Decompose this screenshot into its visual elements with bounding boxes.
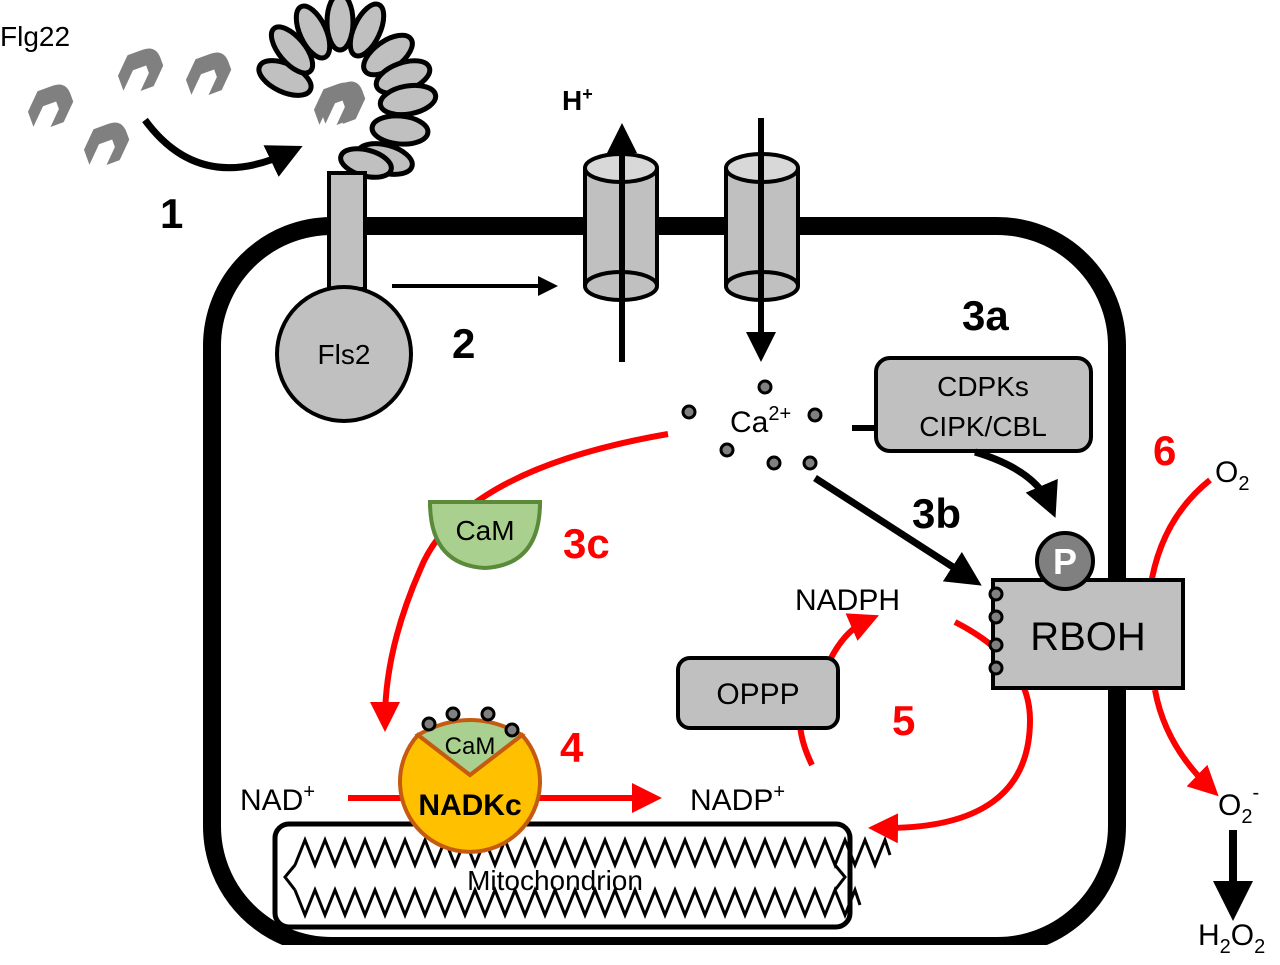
- nadkc-enzyme: [398, 732, 542, 854]
- o2-uptake-arrow: [1147, 477, 1212, 591]
- step-3c-label: 3c: [563, 520, 610, 567]
- nad-label: NAD+: [240, 781, 315, 817]
- fls2-kinase: [275, 285, 413, 423]
- nadph-label: NADPH: [795, 584, 900, 617]
- oppp-to-nadph-arrow: [827, 613, 880, 662]
- h-plus-label: H+: [562, 84, 593, 116]
- cam-free: [427, 500, 543, 571]
- step-2-label: 2: [452, 320, 475, 367]
- step1-arrow: [142, 117, 303, 177]
- kinases-label-1: CDPKs: [937, 371, 1029, 402]
- rboh-enzyme: [991, 578, 1185, 690]
- step3b-arrow: [813, 475, 982, 586]
- step-1-label: 1: [160, 190, 183, 237]
- nadp-label: NADP+: [690, 781, 785, 817]
- fls2-transmembrane: [327, 171, 367, 291]
- step3c-arrow: [370, 431, 669, 732]
- step-4-label: 4: [560, 724, 584, 771]
- phosphorylation-arrow: [973, 448, 1058, 518]
- rboh-ef-hands: [988, 586, 1004, 676]
- h2o2-label: H2O2: [1198, 919, 1265, 958]
- step-3a-label: 3a: [962, 292, 1009, 339]
- superoxide-label: O2-: [1218, 782, 1259, 828]
- cam-free-label: CaM: [455, 515, 514, 546]
- kinases-label-2: CIPK/CBL: [919, 411, 1047, 442]
- cam-bound-ca-ions: [421, 706, 520, 738]
- step-3b-label: 3b: [912, 490, 961, 537]
- phospho-group: [1035, 531, 1095, 591]
- o2-label: O2: [1215, 456, 1249, 495]
- mitochondrion-cristae: [283, 835, 892, 920]
- nadkc-label: NADKc: [418, 789, 521, 822]
- mitochondrion-label: Mitochondrion: [467, 865, 643, 896]
- flg22-label: Flg22: [0, 21, 70, 52]
- step-6-label: 6: [1153, 427, 1176, 474]
- ca-label: Ca2+: [730, 403, 791, 439]
- phospho-label: P: [1053, 541, 1077, 582]
- cam-bound-label: CaM: [445, 733, 496, 760]
- ca-ions: [681, 379, 823, 471]
- oppp-label: OPPP: [716, 678, 799, 711]
- oppp-box: [676, 656, 840, 730]
- fls2-lrr-domain: [256, 0, 439, 180]
- superoxide-release-arrow: [1152, 689, 1219, 797]
- step-5-label: 5: [892, 697, 915, 744]
- rboh-label: RBOH: [1030, 615, 1146, 659]
- kinases-box: [874, 356, 1093, 453]
- fls2-label: Fls2: [318, 339, 371, 370]
